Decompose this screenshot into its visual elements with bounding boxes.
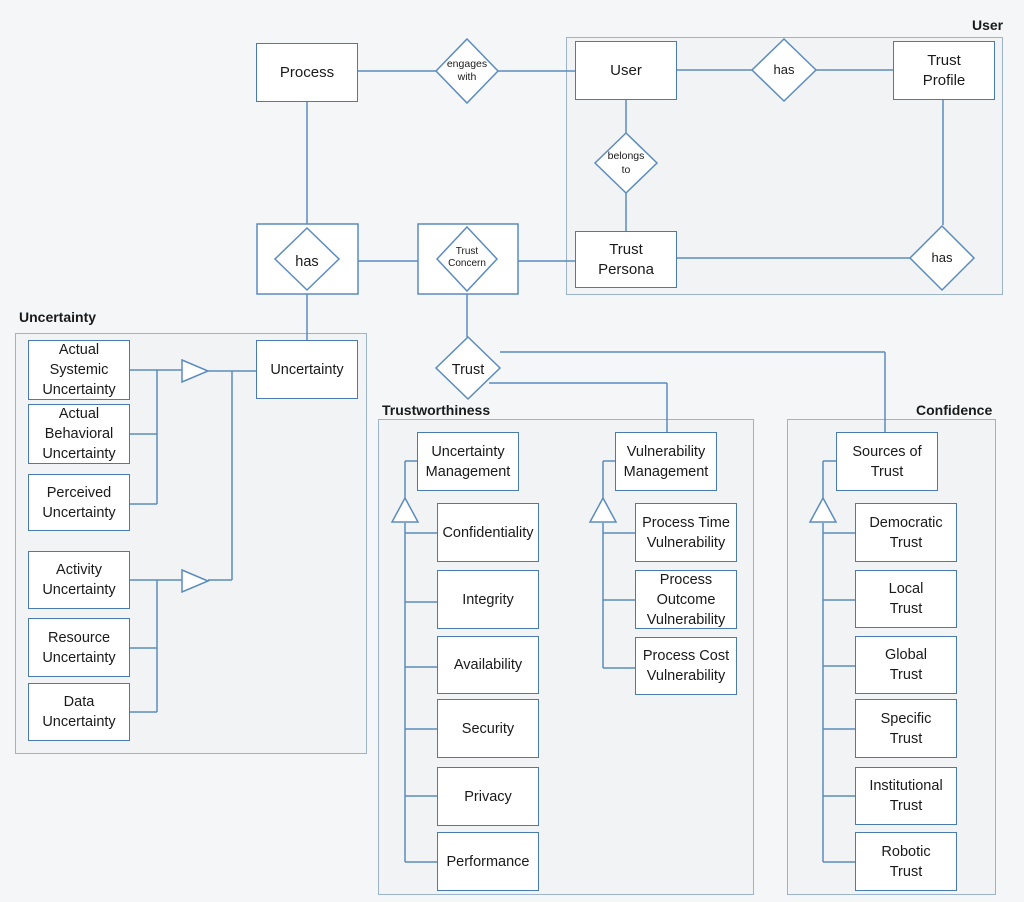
inheritance-triangle [181,568,210,594]
entity-robotic-trust: Robotic Trust [855,832,957,891]
relationship-label-trust-concern: Trust Concern [448,246,486,269]
rel-belongs-to-diamond [593,131,659,195]
entity-trust-persona: Trust Persona [575,231,677,288]
entity-data-uncertainty: Data Uncertainty [28,683,130,741]
relationship-label-user-has-profile: has [773,62,795,77]
rel-trust-diamond [434,335,502,401]
entity-activity-uncertainty: Activity Uncertainty [28,551,130,609]
entity-process-time-vulnerability: Process Time Vulnerability [635,503,737,562]
rel-process-has-diamond [273,226,341,292]
entity-vulnerability-management: Vulnerability Management [615,432,717,491]
entity-global-trust: Global Trust [855,636,957,694]
entity-democratic-trust: Democratic Trust [855,503,957,562]
entity-local-trust: Local Trust [855,570,957,628]
relationship-label-engages-with: engages with [446,58,488,83]
entity-privacy: Privacy [437,767,539,826]
entity-process-outcome-vulnerability: Process Outcome Vulnerability [635,570,737,629]
entity-security: Security [437,699,539,758]
rel-user-has-diamond [750,37,818,103]
inheritance-triangle [390,496,420,523]
group-confidence-label: Confidence [916,402,993,418]
rel-persona-has-diamond [908,224,976,292]
entity-integrity: Integrity [437,570,539,629]
entity-process: Process [256,43,358,102]
entity-user: User [575,41,677,100]
inheritance-triangle [181,358,210,384]
rel-engages-with-diamond [434,37,500,105]
rel-trust-concern-diamond [435,225,499,293]
entity-sources-of-trust: Sources of Trust [836,432,938,491]
group-trustworthiness-label: Trustworthiness [382,402,491,418]
relationship-label-persona-has: has [931,250,953,265]
entity-institutional-trust: Institutional Trust [855,767,957,825]
relationship-label-trust: Trust [451,362,485,378]
entity-perceived-uncertainty: Perceived Uncertainty [28,474,130,531]
relationship-label-process-has: has [295,254,319,270]
entity-actual-behavioral-uncertainty: Actual Behavioral Uncertainty [28,404,130,464]
entity-availability: Availability [437,636,539,694]
entity-resource-uncertainty: Resource Uncertainty [28,618,130,677]
entity-confidentiality: Confidentiality [437,503,539,562]
entity-trust-profile: Trust Profile [893,41,995,100]
entity-performance: Performance [437,832,539,891]
entity-process-cost-vulnerability: Process Cost Vulnerability [635,637,737,695]
entity-actual-systemic-uncertainty: Actual Systemic Uncertainty [28,340,130,400]
entity-specific-trust: Specific Trust [855,699,957,758]
entity-uncertainty-management: Uncertainty Management [417,432,519,491]
relationship-label-belongs-to: belongs to [607,150,645,176]
entity-uncertainty: Uncertainty [256,340,358,399]
group-user-label: User [972,17,1004,33]
inheritance-triangle [808,496,838,523]
group-uncertainty-label: Uncertainty [19,309,97,325]
inheritance-triangle [588,496,618,523]
